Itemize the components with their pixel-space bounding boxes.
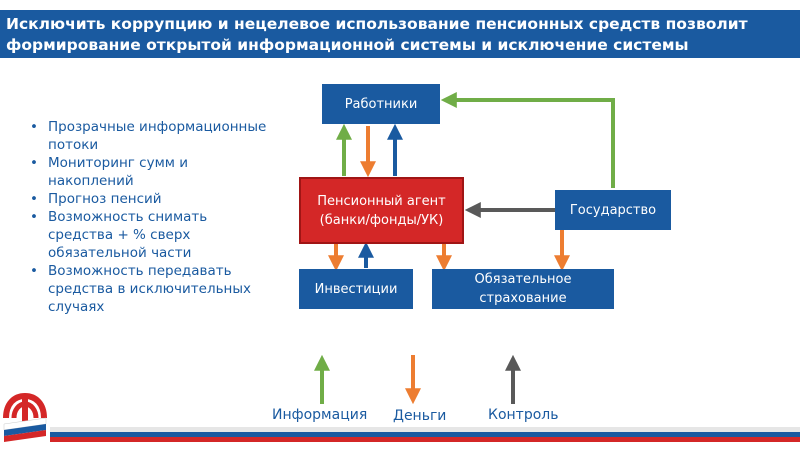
pfr-logo-icon [3, 392, 47, 442]
footer-stripe-white [50, 427, 800, 432]
node-investments: Инвестиции [299, 269, 413, 309]
legend-control: Контроль [488, 407, 559, 423]
node-workers: Работники [322, 84, 440, 124]
benefit-item: Возможность снимать средства + % сверх о… [30, 208, 270, 262]
benefit-item: Возможность передавать средства в исключ… [30, 262, 270, 316]
title-line-2: формирование открытой информационной сис… [6, 36, 689, 54]
node-agent-label-2: (банки/фонды/УК) [319, 212, 444, 228]
benefit-item: Прогноз пенсий [30, 190, 270, 208]
legend-money: Деньги [393, 408, 447, 424]
node-agent-label-1: Пенсионный агент [317, 193, 446, 209]
node-workers-label: Работники [344, 96, 418, 112]
benefits-list: Прозрачные информационные потоки Монитор… [30, 118, 270, 316]
legend-information: Информация [272, 407, 368, 423]
node-insurance-label-1: Обязательное [474, 272, 572, 287]
node-state: Государство [555, 190, 671, 230]
benefit-item: Прозрачные информационные потоки [30, 118, 270, 154]
node-state-label: Государство [569, 202, 657, 218]
footer-stripe-red [50, 437, 800, 442]
benefit-item: Мониторинг сумм и накоплений [30, 154, 270, 190]
info-arrow-state-to-workers [440, 92, 615, 188]
footer-stripe-blue [50, 432, 800, 437]
title-banner: Исключить коррупцию и нецелевое использо… [0, 10, 800, 58]
node-insurance-label-2: страхование [479, 291, 567, 306]
node-mandatory-insurance: Обязательное страхование [432, 269, 614, 309]
node-investments-label: Инвестиции [314, 281, 398, 297]
title-line-1: Исключить коррупцию и нецелевое использо… [6, 15, 748, 33]
node-pension-agent: Пенсионный агент (банки/фонды/УК) [299, 177, 464, 244]
